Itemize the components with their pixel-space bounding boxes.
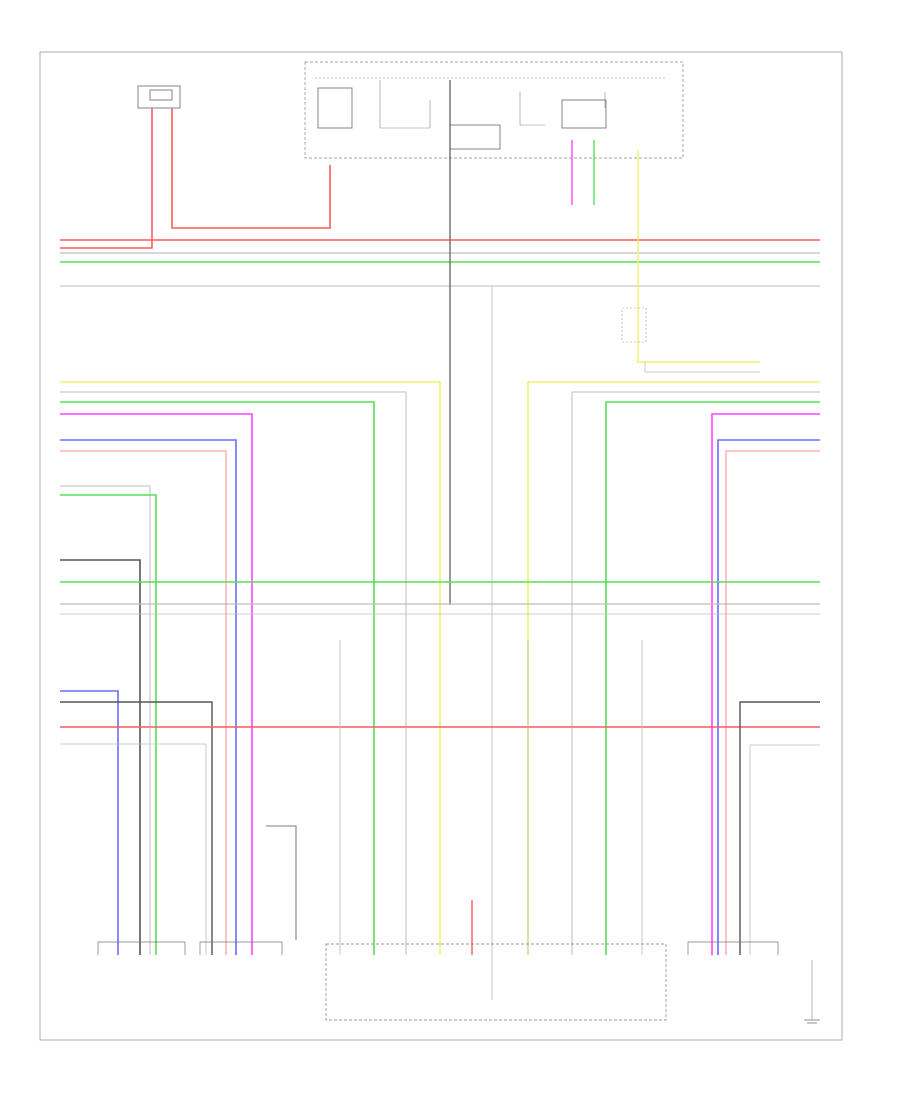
wire-15: [60, 413, 253, 955]
bottom-right-connector: [687, 941, 779, 955]
diagram-frame: [39, 51, 843, 1041]
ground-symbol: [804, 960, 820, 1024]
wire-layer: [60, 80, 820, 1000]
wire-19: [60, 494, 157, 955]
wire-0: [60, 108, 153, 249]
wire-30: [60, 690, 119, 955]
wire-11: [644, 362, 760, 373]
wire-34: [739, 701, 820, 955]
bottom-left-connector-2: [199, 941, 283, 955]
wire-1: [171, 108, 331, 229]
wire-31: [60, 701, 213, 955]
wire-35: [749, 744, 820, 955]
wire-17: [60, 450, 227, 955]
wire-23: [605, 401, 820, 955]
wire-18: [60, 485, 151, 955]
bottom-left-connector-1: [97, 941, 186, 955]
wire-24: [711, 413, 820, 955]
top-control-module: [304, 61, 684, 159]
bottom-center-switch: [325, 943, 667, 1021]
wire-14: [60, 401, 375, 955]
wire-13: [60, 391, 407, 955]
wire-10: [637, 150, 760, 363]
right-side-module: [621, 307, 647, 343]
wire-22: [571, 391, 820, 955]
wire-20: [60, 559, 141, 955]
top-left-switch: [137, 85, 181, 109]
wire-25: [717, 439, 820, 955]
wire-16: [60, 439, 237, 955]
wire-40: [266, 825, 297, 940]
wire-26: [725, 450, 820, 955]
wire-12: [60, 381, 441, 955]
wire-33: [60, 743, 207, 955]
